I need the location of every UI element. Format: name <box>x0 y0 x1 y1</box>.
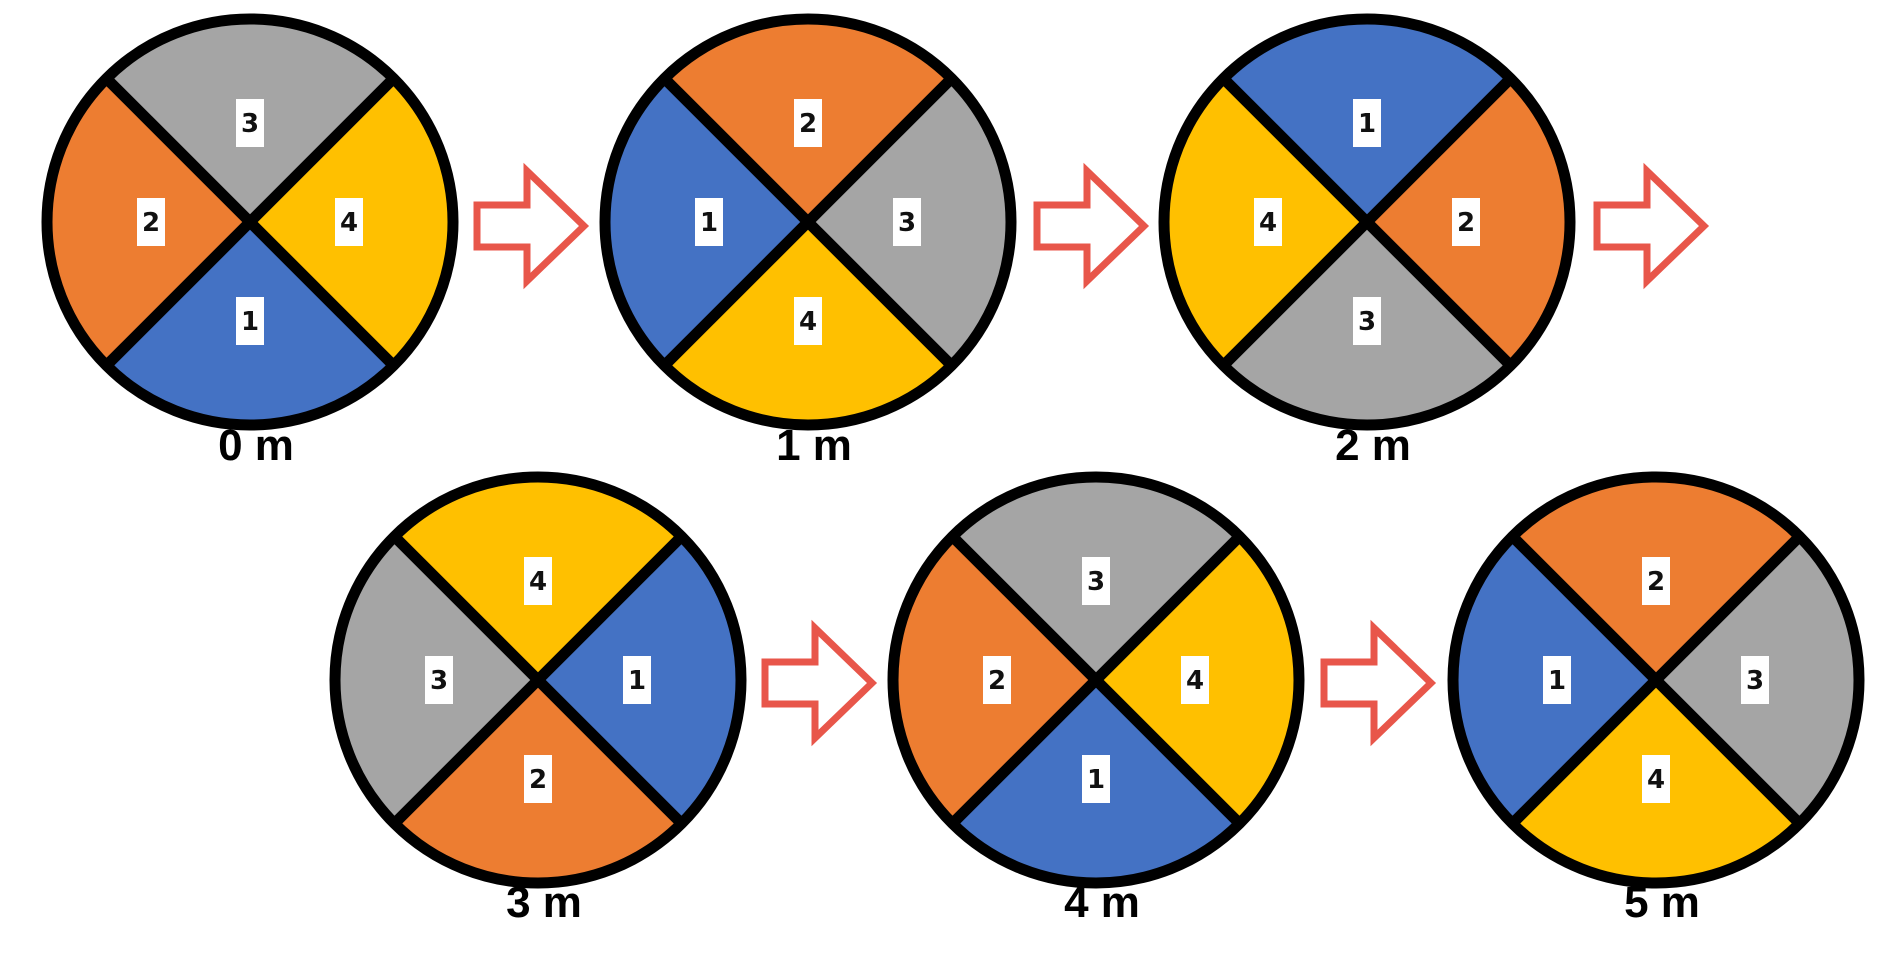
sector-number: 3 <box>898 208 916 238</box>
sector-number-box <box>524 557 552 605</box>
sector-number: 4 <box>1647 765 1665 795</box>
wheel-outline <box>329 471 747 889</box>
wheel-outline <box>1447 471 1865 889</box>
sector-number-box <box>1543 656 1571 704</box>
sector-number: 2 <box>1457 208 1475 238</box>
sector-number-box <box>335 198 363 246</box>
sector-number-box <box>137 198 165 246</box>
wheel-outline <box>599 13 1017 431</box>
time-label: 5 m <box>1624 878 1700 927</box>
sector-number: 3 <box>430 666 448 696</box>
sector-number: 1 <box>1548 666 1566 696</box>
sector-number: 2 <box>142 208 160 238</box>
right-arrow-outline-icon <box>473 162 590 290</box>
sector-number-box <box>1082 755 1110 803</box>
sector-number: 3 <box>1358 307 1376 337</box>
sector-number-box <box>524 755 552 803</box>
sector-number: 1 <box>628 666 646 696</box>
sector-number: 4 <box>1186 666 1204 696</box>
right-arrow-outline-icon <box>761 619 878 747</box>
sector-number: 2 <box>988 666 1006 696</box>
rotation-wheel: 1 2 3 4 <box>1158 13 1576 431</box>
sector-number-box <box>1353 99 1381 147</box>
sector-number-box <box>1082 557 1110 605</box>
sector-number: 3 <box>241 109 259 139</box>
time-label: 0 m <box>218 421 294 470</box>
rotation-wheel: 3 4 1 2 <box>887 471 1305 889</box>
sector-number: 1 <box>1087 765 1105 795</box>
sector-divider <box>660 74 956 370</box>
rotation-wheel: 2 3 4 1 <box>599 13 1017 431</box>
sector-number-box <box>1353 297 1381 345</box>
sector-number: 2 <box>1647 567 1665 597</box>
sector-number-box <box>1254 198 1282 246</box>
sector-number-box <box>1741 656 1769 704</box>
sector-number: 3 <box>1746 666 1764 696</box>
sector-number-box <box>1642 755 1670 803</box>
rotation-wheel: 2 3 4 1 <box>1447 471 1865 889</box>
sector-number: 1 <box>700 208 718 238</box>
sector-number-box <box>794 297 822 345</box>
sector-number-box <box>1181 656 1209 704</box>
sector-divider <box>948 532 1244 828</box>
sector-number: 4 <box>340 208 358 238</box>
sector-number-box <box>983 656 1011 704</box>
sector-divider <box>1508 532 1804 828</box>
rotation-wheel: 3 4 1 2 <box>41 13 459 431</box>
sector-number-box <box>794 99 822 147</box>
wheel-outline <box>887 471 1305 889</box>
sector-number-box <box>893 198 921 246</box>
rotation-wheel: 4 1 2 3 <box>329 471 747 889</box>
time-label: 4 m <box>1064 878 1140 927</box>
sector-number: 1 <box>241 307 259 337</box>
sector-number-box <box>695 198 723 246</box>
sector-number: 4 <box>799 307 817 337</box>
right-arrow-outline-icon <box>1033 162 1150 290</box>
sector-number-box <box>236 297 264 345</box>
sector-divider <box>1219 74 1515 370</box>
right-arrow-outline-icon <box>1320 619 1437 747</box>
sector-number-box <box>1452 198 1480 246</box>
sector-number: 4 <box>529 567 547 597</box>
wheel-outline <box>41 13 459 431</box>
sector-number-box <box>425 656 453 704</box>
sector-number-box <box>236 99 264 147</box>
sector-divider <box>390 532 686 828</box>
sector-number-box <box>1642 557 1670 605</box>
time-label: 2 m <box>1335 421 1411 470</box>
sector-number: 2 <box>529 765 547 795</box>
time-label: 1 m <box>776 421 852 470</box>
time-label: 3 m <box>506 878 582 927</box>
sector-number-box <box>623 656 651 704</box>
sector-number: 4 <box>1259 208 1277 238</box>
sector-divider <box>102 74 398 370</box>
sector-number: 3 <box>1087 567 1105 597</box>
sector-number: 2 <box>799 109 817 139</box>
wheel-outline <box>1158 13 1576 431</box>
right-arrow-outline-icon <box>1593 162 1710 290</box>
sector-number: 1 <box>1358 109 1376 139</box>
